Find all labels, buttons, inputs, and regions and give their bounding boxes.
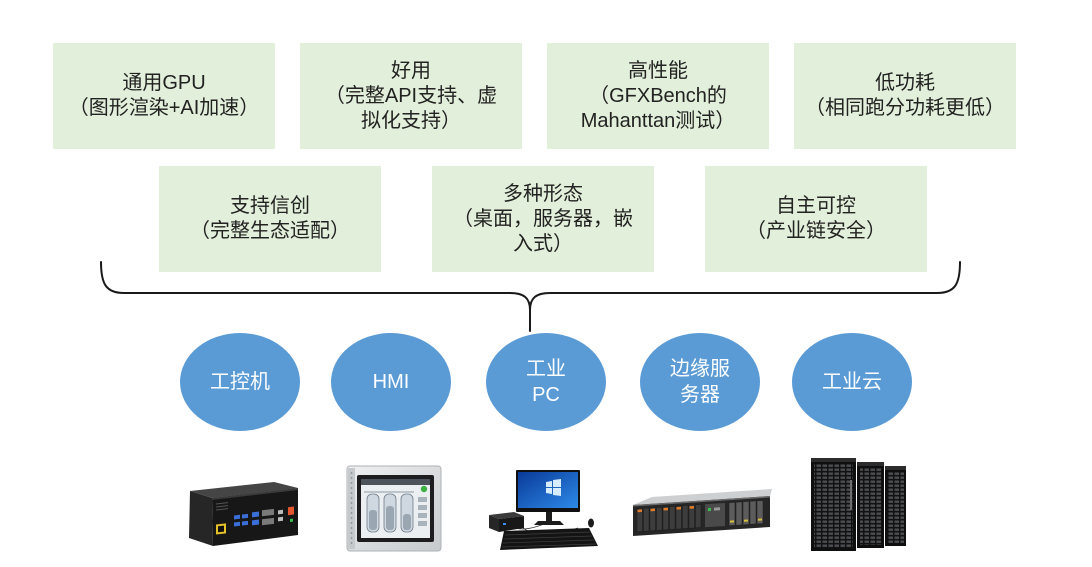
feature-title: 高性能 — [628, 59, 688, 82]
feature-description: 入式） — [513, 232, 573, 255]
feature-description: （产业链安全） — [746, 220, 886, 242]
app-label: 工控机 — [210, 371, 270, 393]
app-label: 务器 — [680, 384, 720, 406]
feature-description: Mahanttan测试） — [580, 109, 736, 132]
feature-box-general-gpu: 通用GPU （图形渲染+AI加速） — [53, 43, 275, 149]
edge-server-image — [633, 489, 772, 536]
app-label: 工业 — [526, 358, 566, 380]
windows-logo-icon — [546, 479, 561, 496]
mini-pc — [489, 512, 524, 532]
server-cabinet — [811, 458, 856, 551]
app-circle-edge-server: 边缘服 务器 — [640, 333, 760, 431]
feature-description: （完整生态适配） — [190, 220, 350, 242]
control-panel — [705, 502, 725, 528]
feature-box-self-controllable: 自主可控 （产业链安全） — [705, 166, 927, 272]
feature-box-xinchuang-support: 支持信创 （完整生态适配） — [159, 166, 381, 272]
server-front — [633, 495, 770, 536]
industrial-controller-image — [189, 482, 298, 546]
hmi-panel-image — [346, 465, 442, 552]
case-top — [190, 482, 298, 498]
industrial-cloud-image — [811, 458, 906, 551]
app-circle-industrial-cloud: 工业云 — [792, 333, 912, 431]
feature-box-form-factors: 多种形态 （桌面，服务器，嵌 入式） — [432, 166, 654, 272]
server-cabinet — [857, 462, 884, 548]
mouse — [588, 518, 594, 528]
industrial-pc-image — [489, 470, 598, 550]
status-light — [420, 485, 428, 493]
app-circle-hmi: HMI — [331, 333, 451, 431]
feature-description: （GFXBench的 — [589, 84, 727, 107]
app-circle-industrial-controller: 工控机 — [180, 333, 300, 431]
app-label: 边缘服 — [670, 358, 730, 380]
app-label: HMI — [372, 371, 410, 393]
app-label: PC — [532, 384, 560, 406]
drive-bays — [636, 504, 702, 533]
feature-description: 拟化支持） — [361, 109, 461, 132]
feature-title: 通用GPU — [122, 72, 206, 94]
feature-title: 多种形态 — [503, 182, 583, 205]
vent-holes — [350, 472, 353, 544]
monitor-stand — [546, 512, 552, 521]
feature-box-usability: 好用 （完整API支持、虚 拟化支持） — [300, 43, 522, 149]
front-ports — [212, 488, 298, 535]
feature-box-low-power: 低功耗 （相同跑分功耗更低） — [794, 43, 1016, 149]
feature-description: （相同跑分功耗更低） — [805, 97, 1005, 119]
feature-description: （图形渲染+AI加速） — [68, 97, 260, 119]
feature-description: （桌面，服务器，嵌 — [453, 207, 633, 230]
feature-title: 支持信创 — [230, 195, 310, 217]
case-left-side — [189, 491, 213, 546]
brace-connector — [100, 261, 961, 332]
feature-description: （完整API支持、虚 — [324, 84, 498, 107]
server-cabinet — [885, 466, 906, 546]
app-label: 工业云 — [822, 371, 882, 393]
feature-title: 自主可控 — [776, 195, 856, 217]
feature-title: 好用 — [391, 59, 431, 82]
monitor-base — [534, 521, 564, 525]
server-top — [633, 489, 772, 505]
power-switch — [288, 506, 294, 516]
feature-box-performance: 高性能 （GFXBench的 Mahanttan测试） — [547, 43, 769, 149]
feature-title: 低功耗 — [875, 72, 935, 94]
app-circle-industrial-pc: 工业 PC — [486, 333, 606, 431]
